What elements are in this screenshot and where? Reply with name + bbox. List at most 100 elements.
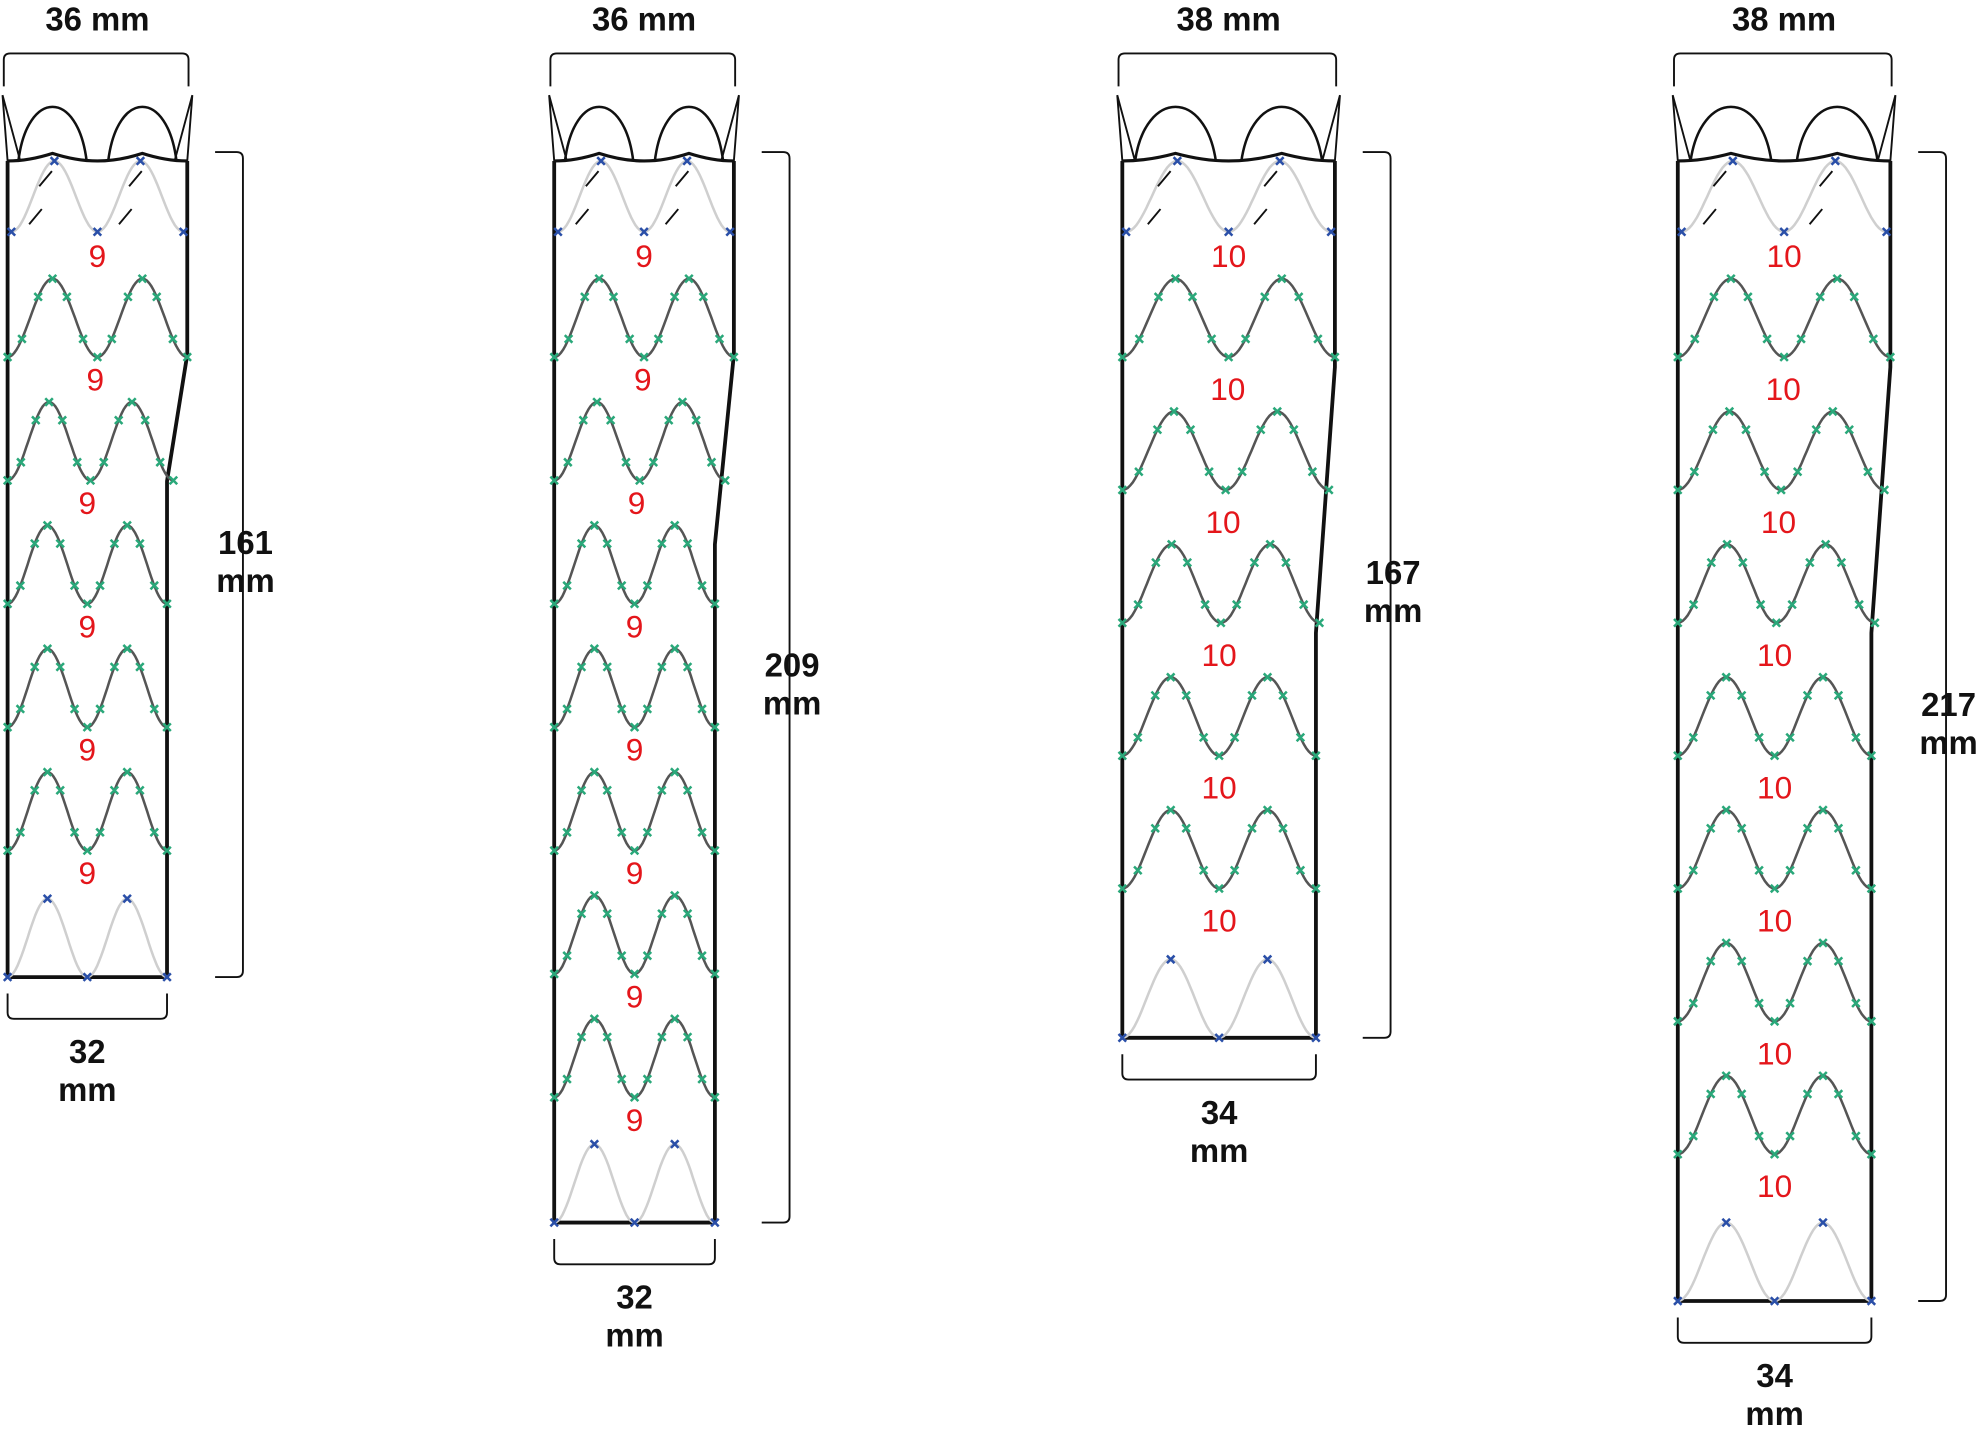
marker-icon bbox=[1866, 1296, 1877, 1306]
marker-icon bbox=[1743, 292, 1753, 302]
stent-ring-wire bbox=[553, 277, 735, 359]
marker-icon bbox=[1854, 599, 1864, 610]
marker-icon bbox=[30, 785, 40, 796]
marker-icon bbox=[670, 890, 680, 901]
marker-icon bbox=[42, 520, 53, 531]
marker-icon bbox=[657, 538, 667, 549]
marker-icon bbox=[1187, 292, 1198, 302]
marker-icon bbox=[1849, 292, 1859, 302]
marker-icon bbox=[1688, 998, 1698, 1008]
marker-icon bbox=[135, 156, 146, 166]
marker-icon bbox=[1736, 1089, 1747, 1099]
stent-ring-wire bbox=[1677, 941, 1872, 1023]
ring-count-label: 10 bbox=[1205, 504, 1240, 540]
marker-icon bbox=[1262, 672, 1273, 682]
suprarenal-crown bbox=[548, 94, 740, 163]
marker-icon bbox=[1769, 1296, 1780, 1306]
stent-ring-wire bbox=[1122, 543, 1320, 625]
marker-icon bbox=[1688, 865, 1698, 876]
marker-icon bbox=[1198, 865, 1209, 876]
marker-icon bbox=[1755, 599, 1766, 610]
marker-icon bbox=[1673, 750, 1683, 761]
marker-icon bbox=[562, 951, 572, 961]
marker-icon bbox=[710, 1092, 720, 1102]
marker-icon bbox=[1169, 406, 1179, 417]
sealing-ring-wire bbox=[1681, 159, 1887, 234]
marker-icon bbox=[1792, 467, 1803, 477]
marker-icon bbox=[1688, 599, 1699, 610]
anchor-barb-icon bbox=[118, 170, 143, 225]
stent-ring bbox=[2, 397, 179, 486]
distal-bracket bbox=[6, 993, 168, 1020]
marker-icon bbox=[1690, 334, 1700, 344]
marker-icon bbox=[1818, 672, 1828, 682]
ring-count-label: 10 bbox=[1761, 504, 1796, 540]
marker-icon bbox=[1172, 156, 1183, 166]
marker-icon bbox=[1278, 823, 1288, 833]
marker-icon bbox=[562, 704, 572, 714]
stent-ring bbox=[1673, 1071, 1877, 1159]
ring-count-label: 10 bbox=[1757, 903, 1792, 939]
marker-icon bbox=[109, 538, 120, 549]
marker-icon bbox=[30, 538, 40, 549]
ring-count-label: 9 bbox=[635, 238, 653, 274]
distal-ring-wire bbox=[1677, 1221, 1872, 1303]
ring-count-label: 9 bbox=[87, 362, 105, 398]
marker-icon bbox=[6, 227, 17, 237]
marker-icon bbox=[624, 334, 635, 344]
marker-icon bbox=[162, 972, 172, 982]
marker-icon bbox=[178, 227, 189, 237]
marker-icon bbox=[589, 890, 600, 901]
crown-arch bbox=[1240, 105, 1324, 162]
ring-count-label: 9 bbox=[626, 608, 644, 644]
marker-icon bbox=[1117, 352, 1128, 362]
marker-icon bbox=[69, 704, 80, 714]
sealing-ring-wire bbox=[557, 159, 731, 234]
marker-icon bbox=[642, 1074, 653, 1084]
marker-icon bbox=[684, 273, 694, 284]
marker-icon bbox=[1673, 485, 1683, 495]
marker-icon bbox=[149, 704, 159, 714]
anchor-barb-icon bbox=[1702, 170, 1727, 225]
marker-icon bbox=[1863, 467, 1873, 477]
marker-icon bbox=[33, 292, 43, 302]
marker-icon bbox=[1311, 750, 1321, 761]
marker-icon bbox=[1709, 292, 1719, 302]
marker-icon bbox=[42, 644, 53, 654]
marker-icon bbox=[95, 580, 105, 591]
marker-icon bbox=[1779, 227, 1789, 237]
marker-icon bbox=[1866, 1016, 1877, 1027]
stent-ring bbox=[2, 644, 172, 732]
marker-icon bbox=[1762, 334, 1772, 344]
marker-icon bbox=[137, 273, 148, 284]
marker-icon bbox=[1866, 883, 1877, 894]
marker-icon bbox=[1181, 823, 1191, 833]
marker-icon bbox=[617, 951, 627, 961]
distal-ring-wire bbox=[7, 897, 168, 979]
marker-icon bbox=[1206, 334, 1217, 344]
marker-icon bbox=[78, 334, 88, 344]
marker-icon bbox=[109, 785, 120, 796]
marker-icon bbox=[1881, 227, 1892, 237]
marker-icon bbox=[149, 580, 159, 591]
marker-icon bbox=[602, 785, 612, 796]
marker-icon bbox=[682, 662, 693, 672]
distal-bracket bbox=[1121, 1054, 1317, 1081]
marker-icon bbox=[670, 644, 680, 654]
marker-icon bbox=[549, 1092, 559, 1102]
marker-icon bbox=[629, 969, 640, 979]
marker-icon bbox=[1229, 865, 1240, 876]
marker-icon bbox=[1198, 732, 1209, 743]
stent-ring-wire bbox=[553, 770, 716, 852]
stent-ring bbox=[1117, 805, 1321, 894]
crown-arch bbox=[1133, 105, 1218, 162]
marker-icon bbox=[1152, 425, 1163, 435]
anchor-barb-icon bbox=[575, 170, 600, 225]
sealing-ring bbox=[553, 156, 735, 237]
marker-icon bbox=[47, 273, 58, 284]
marker-icon bbox=[72, 457, 82, 467]
marker-icon bbox=[135, 538, 145, 549]
marker-icon bbox=[1721, 1217, 1731, 1228]
marker-icon bbox=[1265, 539, 1275, 550]
ring-count-label: 10 bbox=[1757, 1035, 1792, 1071]
